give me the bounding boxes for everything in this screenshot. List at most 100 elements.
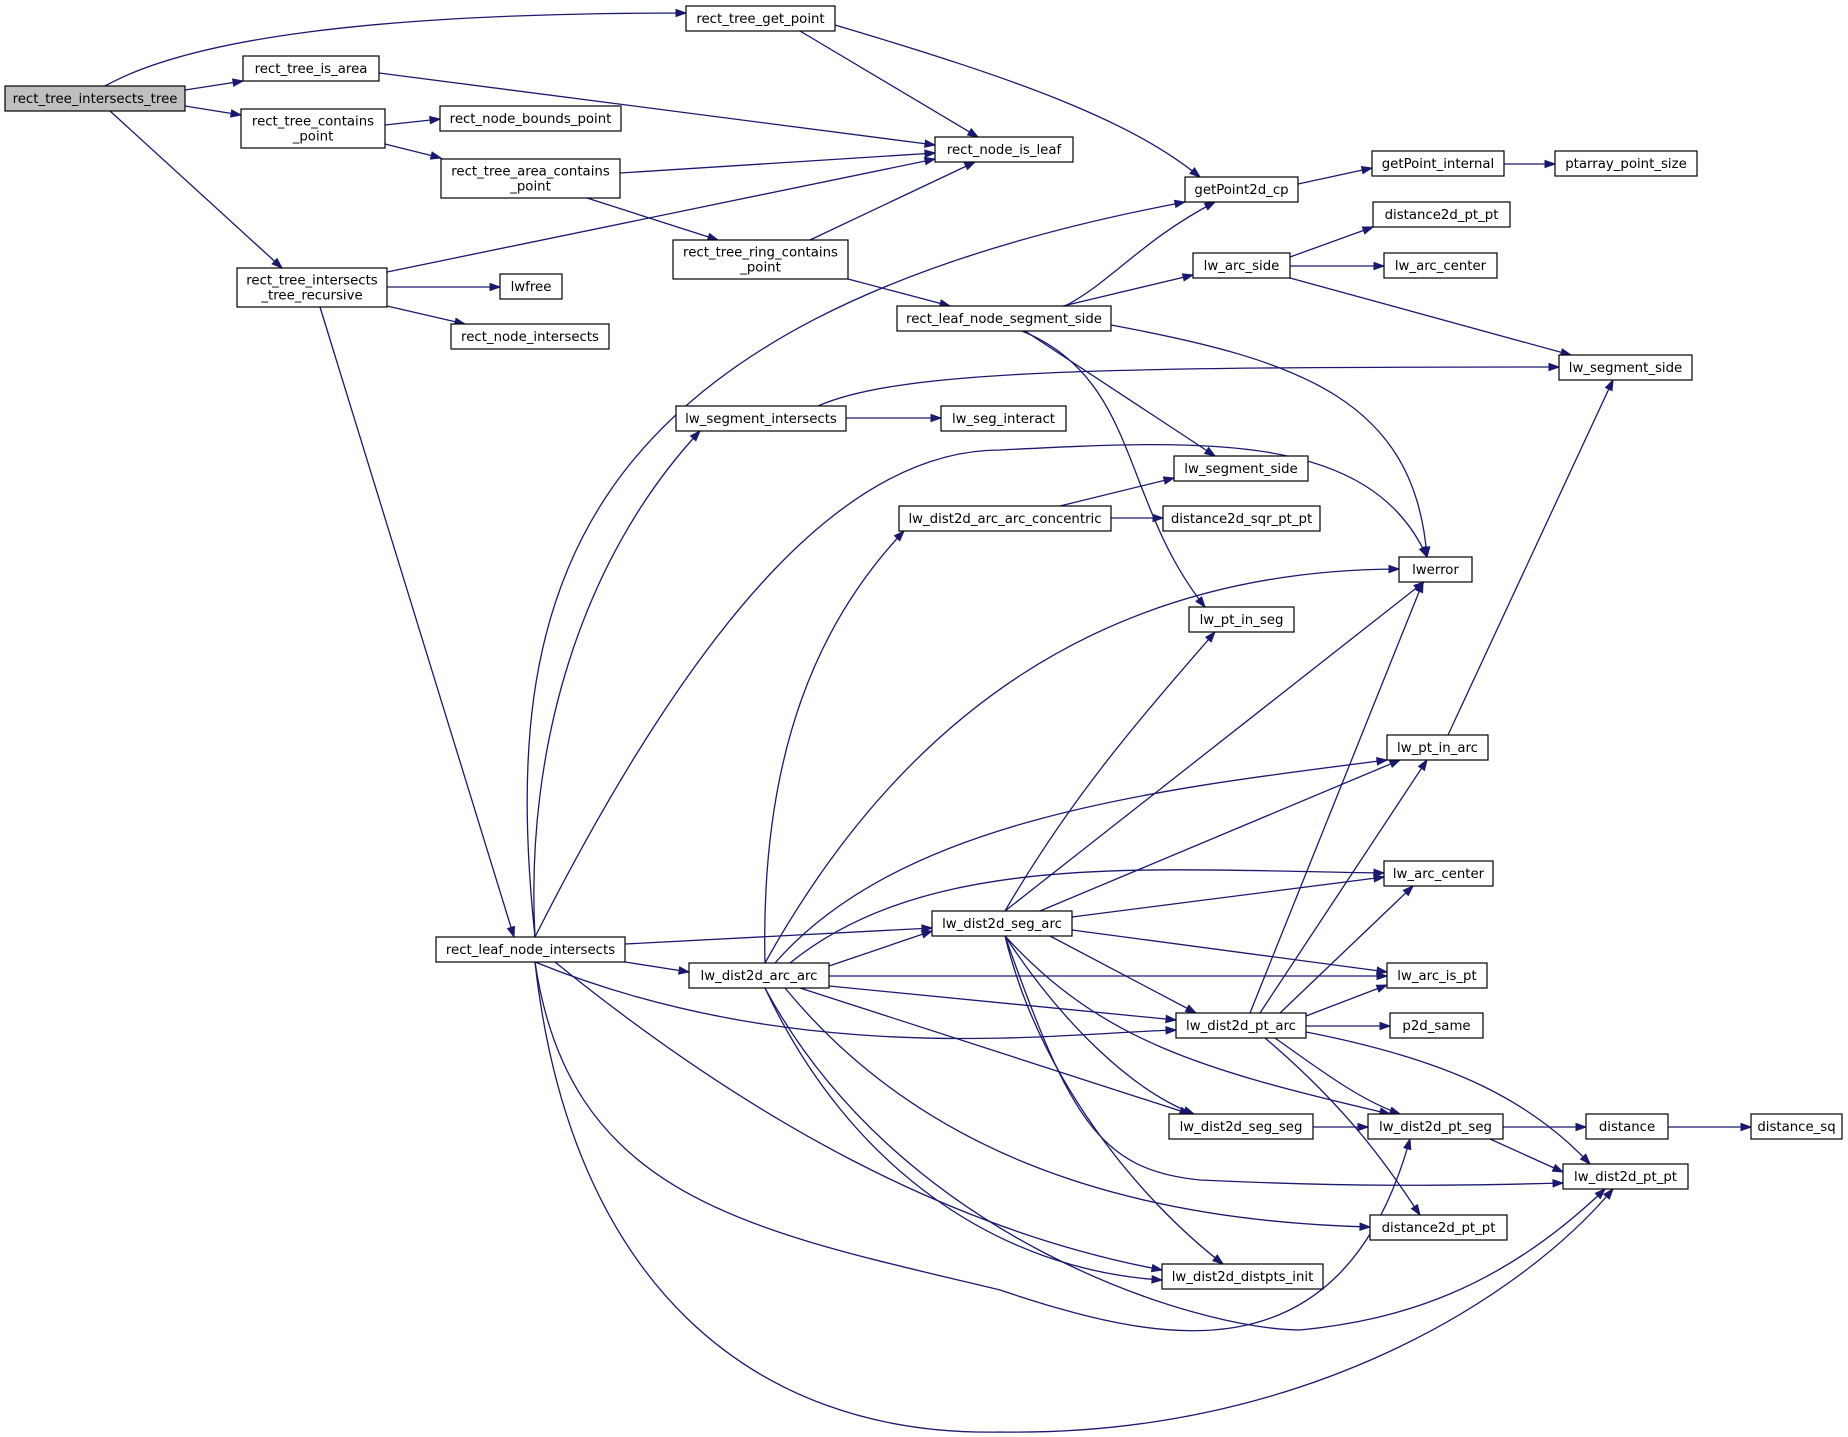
edge-line xyxy=(1289,226,1374,258)
node-rect-tree-get-point[interactable]: rect_tree_get_point xyxy=(685,5,836,32)
node-lw-segment-side-mid[interactable]: lw_segment_side xyxy=(1173,455,1309,482)
edge-line xyxy=(386,305,466,325)
arrowhead xyxy=(1373,874,1386,883)
node-box xyxy=(1389,1012,1484,1039)
node-lw-dist2d-seg-arc[interactable]: lw_dist2d_seg_arc xyxy=(931,910,1073,937)
node-rect-node-intersects[interactable]: rect_node_intersects xyxy=(450,323,610,350)
node-box xyxy=(242,55,380,82)
edge-line xyxy=(1259,759,1428,1014)
edge-rect_tree_intersects_tree-to-rect_tree_is_area xyxy=(184,78,245,91)
node-lw-dist2d-pt-arc[interactable]: lw_dist2d_pt_arc xyxy=(1175,1012,1307,1039)
arrowhead xyxy=(923,156,937,166)
node-label: distance2d_sqr_pt_pt xyxy=(1171,512,1312,527)
node-box xyxy=(236,267,388,308)
arrowhead xyxy=(1602,1187,1614,1200)
node-lw-segment-intersects[interactable]: lw_segment_intersects xyxy=(675,405,847,432)
node-distance2d-pt-pt[interactable]: distance2d_pt_pt xyxy=(1369,1214,1508,1241)
node-label: rect_node_intersects xyxy=(461,330,599,345)
edge-line xyxy=(1059,477,1175,507)
node-rect-tree-intersects-tree-recursive[interactable]: rect_tree_intersects_tree_recursive xyxy=(236,267,388,308)
node-lw-pt-in-seg[interactable]: lw_pt_in_seg xyxy=(1188,606,1295,633)
node-distance2d-pt-pt-top[interactable]: distance2d_pt_pt xyxy=(1372,201,1511,228)
node-lw-arc-side[interactable]: lw_arc_side xyxy=(1192,252,1291,279)
node-label: lw_arc_side xyxy=(1204,259,1280,274)
node-getPoint-internal[interactable]: getPoint_internal xyxy=(1371,150,1505,177)
edge-lw_arc_side-to-lw_segment_side_right xyxy=(1289,277,1573,357)
edge-lw_segment_intersects-to-lw_segment_side_right xyxy=(817,362,1561,407)
node-rect-leaf-node-intersects[interactable]: rect_leaf_node_intersects xyxy=(435,936,626,963)
edge-line xyxy=(1305,1031,1591,1165)
node-rect-tree-ring-contains-point[interactable]: rect_tree_ring_contains_point xyxy=(672,239,849,280)
arrowhead xyxy=(1402,884,1415,897)
node-distance2d-sqr-pt-pt[interactable]: distance2d_sqr_pt_pt xyxy=(1162,505,1321,532)
edge-line xyxy=(828,985,1177,1021)
arrowhead xyxy=(1548,362,1561,372)
edge-lw_dist2d_pt_arc-to-lwerror xyxy=(1249,580,1424,1014)
node-rect-tree-intersects-tree[interactable]: rect_tree_intersects_tree xyxy=(4,85,186,112)
edge-lw_dist2d_seg_arc-to-lw_dist2d_pt_arc xyxy=(1049,935,1198,1014)
node-lw-seg-interact[interactable]: lw_seg_interact xyxy=(940,405,1067,432)
edge-lw_dist2d_arc_arc-to-lw_dist2d_pt_arc xyxy=(828,985,1178,1024)
edge-rect_tree_ring_contains_point-to-rect_node_is_leaf xyxy=(809,161,977,241)
node-lw-arc-center-top[interactable]: lw_arc_center xyxy=(1383,252,1498,279)
edge-lw_dist2d_seg_seg-to-lw_dist2d_pt_seg xyxy=(1313,1122,1370,1132)
edge-line xyxy=(1064,201,1216,307)
node-box xyxy=(1173,455,1309,482)
arrowhead xyxy=(1151,1275,1164,1284)
edge-line xyxy=(1049,935,1197,1014)
node-label: lw_dist2d_seg_seg xyxy=(1180,1120,1303,1135)
node-lw-arc-center[interactable]: lw_arc_center xyxy=(1383,860,1494,887)
node-lwfree[interactable]: lwfree xyxy=(499,273,563,300)
node-box xyxy=(1168,1113,1314,1140)
node-lw-segment-side-right[interactable]: lw_segment_side xyxy=(1558,354,1693,381)
edge-line xyxy=(109,110,283,269)
node-getPoint2d-cp[interactable]: getPoint2d_cp xyxy=(1184,176,1299,203)
edge-line xyxy=(1004,581,1425,912)
node-box xyxy=(1383,860,1494,887)
node-box xyxy=(688,962,830,989)
edges-layer xyxy=(104,8,1753,1433)
node-rect-node-bounds-point[interactable]: rect_node_bounds_point xyxy=(439,105,622,132)
arrowhead xyxy=(1373,261,1386,271)
node-lw-arc-is-pt[interactable]: lw_arc_is_pt xyxy=(1386,962,1488,989)
edge-line xyxy=(764,568,1400,964)
node-rect-tree-area-contains-point[interactable]: rect_tree_area_contains_point xyxy=(440,158,621,199)
edge-line xyxy=(533,430,701,938)
node-lw-dist2d-seg-seg[interactable]: lw_dist2d_seg_seg xyxy=(1168,1113,1314,1140)
edge-rect_leaf_node_intersects-to-lw_dist2d_pt_pt xyxy=(534,961,1614,1433)
node-rect-leaf-node-segment-side[interactable]: rect_leaf_node_segment_side xyxy=(896,305,1112,332)
edge-rect_leaf_node_intersects-to-lwerror xyxy=(534,443,1428,938)
node-ptarray-point-size[interactable]: ptarray_point_size xyxy=(1554,150,1698,177)
node-distance[interactable]: distance xyxy=(1585,1113,1669,1140)
edge-line xyxy=(1305,984,1388,1017)
node-label: distance2d_pt_pt xyxy=(1385,208,1499,223)
node-distance-sq[interactable]: distance_sq xyxy=(1750,1113,1843,1140)
node-label: distance xyxy=(1599,1120,1655,1135)
node-rect-tree-contains-point[interactable]: rect_tree_contains_point xyxy=(240,108,386,149)
edge-line xyxy=(554,961,1163,1271)
node-rect-node-is-leaf[interactable]: rect_node_is_leaf xyxy=(934,136,1074,163)
edge-line xyxy=(534,961,1411,1332)
node-lwerror[interactable]: lwerror xyxy=(1398,556,1473,583)
node-lw-dist2d-arc-arc-concentric[interactable]: lw_dist2d_arc_arc_concentric xyxy=(898,505,1112,532)
node-label: rect_tree_is_area xyxy=(255,62,368,77)
node-lw-pt-in-arc[interactable]: lw_pt_in_arc xyxy=(1386,734,1489,761)
node-label: _point xyxy=(509,180,551,195)
node-box xyxy=(672,239,849,280)
node-lw-dist2d-pt-pt[interactable]: lw_dist2d_pt_pt xyxy=(1562,1163,1689,1190)
node-box xyxy=(1386,962,1488,989)
node-lw-dist2d-distpts-init[interactable]: lw_dist2d_distpts_init xyxy=(1161,1263,1324,1290)
node-label: rect_tree_area_contains xyxy=(451,165,610,180)
node-rect-tree-is-area[interactable]: rect_tree_is_area xyxy=(242,55,380,82)
node-box xyxy=(1750,1113,1843,1140)
edge-line xyxy=(1274,1037,1401,1115)
edge-getPoint2d_cp-to-getPoint_internal xyxy=(1297,166,1374,185)
node-lw-dist2d-pt-seg[interactable]: lw_dist2d_pt_seg xyxy=(1367,1113,1504,1140)
edge-line xyxy=(386,158,936,273)
node-label: ptarray_point_size xyxy=(1565,157,1687,172)
edge-line xyxy=(828,930,933,967)
node-lw-dist2d-arc-arc[interactable]: lw_dist2d_arc_arc xyxy=(688,962,830,989)
node-p2d-same[interactable]: p2d_same xyxy=(1389,1012,1484,1039)
edge-lw_dist2d_pt_seg-to-distance xyxy=(1503,1122,1588,1132)
arrowhead xyxy=(1604,378,1614,392)
